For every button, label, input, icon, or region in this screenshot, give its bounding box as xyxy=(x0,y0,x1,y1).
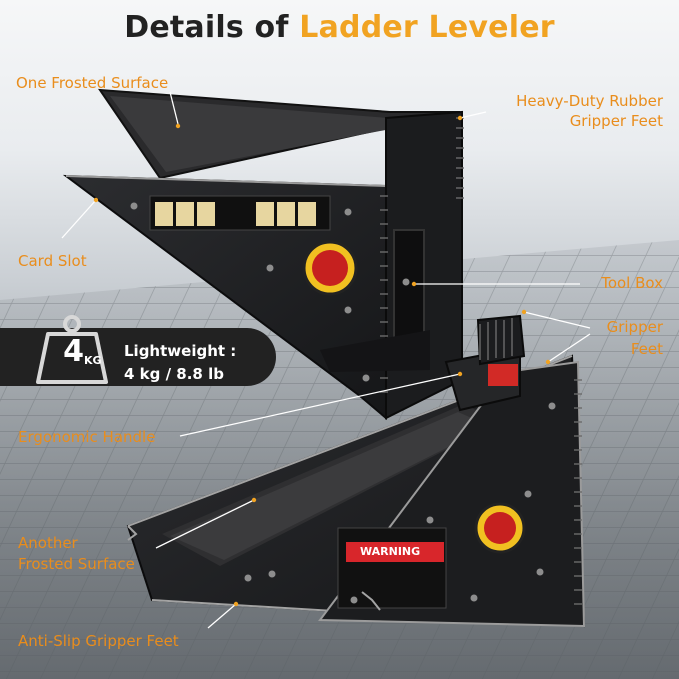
label-gripper-feet-line1: Gripper xyxy=(606,318,663,336)
label-gripper-feet-line2: Feet xyxy=(630,340,663,358)
weight-detail: 4 kg / 8.8 lb xyxy=(124,365,224,383)
title-part1: Details of xyxy=(124,10,289,45)
label-ergonomic-handle: Ergonomic Handle xyxy=(18,428,156,446)
label-tool-box: Tool Box xyxy=(601,274,663,292)
title-part2: Ladder Leveler xyxy=(299,10,555,45)
label-frosted-surface-bottom-line1: Another xyxy=(18,534,78,552)
label-card-slot: Card Slot xyxy=(18,252,87,270)
weight-unit: KG xyxy=(84,354,102,367)
page-title: Details of Ladder Leveler xyxy=(0,10,679,45)
label-anti-slip-feet: Anti-Slip Gripper Feet xyxy=(18,632,179,650)
weight-icon xyxy=(36,315,108,384)
label-rubber-feet-line1: Heavy-Duty Rubber xyxy=(516,92,663,110)
bottom-leveler xyxy=(126,314,586,628)
weight-value: 4 xyxy=(63,334,84,369)
weight-heading: Lightweight : xyxy=(124,342,237,360)
label-rubber-feet-line2: Gripper Feet xyxy=(569,112,663,130)
label-frosted-surface-top: One Frosted Surface xyxy=(16,74,169,92)
leader-lines xyxy=(61,91,591,629)
warning-heading: WARNING xyxy=(360,545,421,558)
label-frosted-surface-bottom-line2: Frosted Surface xyxy=(18,555,135,573)
